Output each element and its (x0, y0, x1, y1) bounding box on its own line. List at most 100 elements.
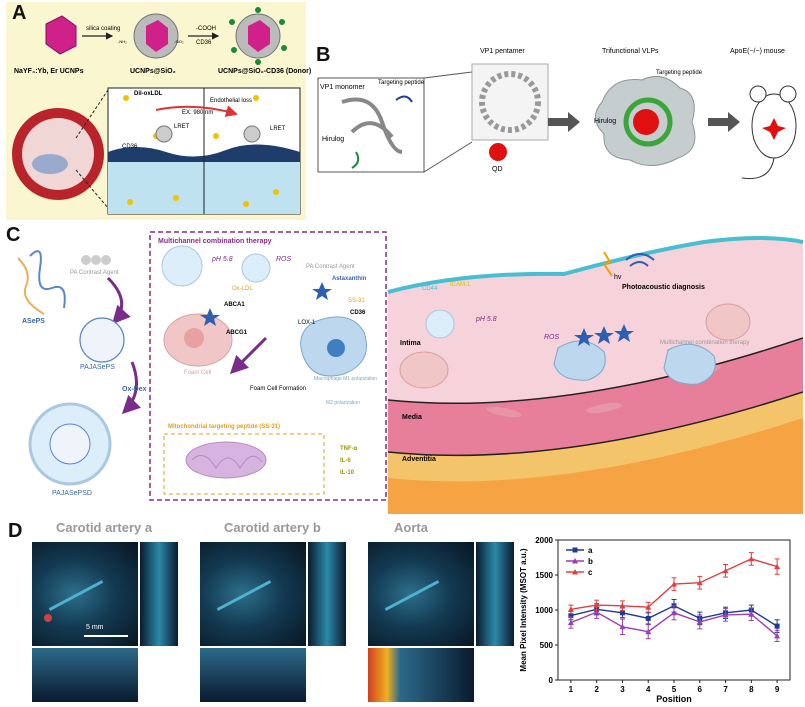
scale-bar-label: 5 mm (86, 624, 104, 631)
image-title: Aorta (394, 520, 428, 535)
data-point-c (748, 555, 755, 562)
y-tick-label: 1000 (535, 606, 553, 615)
vp1-pentamer-title: VP1 pentamer (480, 48, 525, 55)
panel-d: D Carotid artery a Carotid artery b Aort… (0, 516, 805, 707)
data-point-c (619, 602, 626, 609)
group-label: -SiO₂ (174, 39, 184, 44)
msot-image (200, 542, 306, 646)
msot-bottom-view (368, 648, 474, 702)
cd36-label: CD36 (122, 144, 138, 150)
data-point-b (645, 628, 652, 635)
panel-b-label: B (316, 44, 331, 66)
legend-label: b (588, 557, 593, 566)
y-tick-label: 2000 (535, 536, 553, 545)
cd44-label: CD44 (422, 286, 438, 292)
mouse-title: ApoE(−/−) mouse (730, 48, 785, 55)
msot-image (32, 542, 138, 646)
data-point-a (774, 623, 780, 629)
abca1-label: ABCA1 (224, 302, 245, 308)
m1-label: Macrophage M1 polarization (314, 376, 378, 382)
il10-label: IL-10 (340, 470, 355, 476)
x-tick-label: 6 (698, 685, 703, 694)
data-point-b (567, 619, 574, 626)
panel-c-label: C (6, 224, 21, 246)
x-tick-label: 2 (594, 685, 599, 694)
foam-formation-label: Foam Cell Formation (250, 386, 307, 392)
group-label: -NH₂ (118, 39, 127, 44)
legend-marker (572, 569, 578, 575)
data-point-a (568, 613, 574, 619)
ss31-label: SS-31 (348, 298, 365, 304)
data-point-c (722, 567, 729, 574)
hirulog-label: Hirulog (594, 118, 617, 125)
x-tick-label: 7 (723, 685, 728, 694)
endothelial-loss-label: Endothelial loss (210, 98, 253, 104)
cd36-label: CD36 (350, 310, 366, 316)
x-tick-label: 8 (749, 685, 754, 694)
vp1-monomer-label: VP1 monomer (320, 84, 365, 91)
ros-label: ROS (276, 256, 292, 263)
aseps-label: ASePS (22, 318, 45, 325)
ros-label: ROS (544, 334, 560, 341)
therapy-box-title: Multichannel combination therapy (158, 238, 272, 245)
x-tick-label: 3 (620, 685, 625, 694)
mitochondria-icon (185, 441, 267, 479)
photoacoustic-label: Photoacoustic diagnosis (622, 284, 705, 291)
oxldl-label: Ox-LDL (232, 286, 253, 292)
panel-d-label: D (8, 520, 23, 542)
intima-label: Intima (400, 340, 421, 347)
pajaseps-label: PAJASePS (80, 364, 115, 371)
icam-label: ICAM-1 (450, 282, 471, 288)
x-tick-label: 5 (672, 685, 677, 694)
targeting-peptide-label: Targeting peptide (656, 70, 703, 76)
excitation-label: EX: 980 nm (182, 110, 214, 116)
data-point-b (696, 618, 703, 625)
therapy-label: Multichannel combination therapy (660, 340, 750, 346)
image-title: Carotid artery a (56, 520, 153, 535)
il6-label: IL-6 (340, 458, 351, 464)
tnf-label: TNF-α (340, 446, 358, 452)
oxldl-label: Dil-oxLDL (134, 91, 163, 97)
adventitia-label: Adventitia (402, 456, 436, 463)
therapy-box (149, 231, 387, 501)
panel-b-illustration (317, 63, 797, 180)
reagent-label: UCNPs@SiO₂-CD36 (Donor) (218, 68, 312, 75)
data-point-c (671, 581, 677, 587)
data-point-b (671, 609, 677, 616)
ph-label: pH 5.8 (212, 256, 233, 263)
vlp-title: Trifunctional VLPs (602, 48, 659, 55)
pa-agent-label: PA Contrast Agent (306, 264, 355, 270)
panel-c-illustration (17, 231, 804, 514)
data-point-c (645, 604, 652, 610)
pajasepsd-label: PAJASePSD (52, 490, 92, 497)
micelle-icon (79, 317, 125, 363)
y-tick-label: 0 (549, 676, 554, 685)
data-point-b (619, 623, 626, 630)
msot-side-view (308, 542, 346, 646)
lret-label: LRET (174, 124, 190, 130)
pa-agent-label: PA Contrast Agent (70, 270, 119, 276)
quantum-dot-icon (489, 143, 507, 161)
hv-label: hv (614, 274, 622, 281)
step-label: -COOH (196, 26, 216, 32)
arrow-icon (548, 112, 580, 132)
data-point-a (619, 610, 625, 616)
arrow-icon (708, 112, 740, 132)
data-point-c (567, 606, 574, 612)
msot-image (368, 542, 474, 646)
step-label: CD36 (196, 40, 212, 46)
lightning-icon (602, 251, 613, 277)
legend-marker (572, 547, 578, 553)
m2-label: M2 polarization (326, 400, 360, 406)
msot-side-view (140, 542, 178, 646)
ph-label: pH 5.8 (476, 316, 497, 323)
foam-cell-label: Foam Cell (184, 370, 212, 376)
astaxanthin-label: Astaxanthin (332, 276, 367, 282)
reagent-label: NaYF₄:Yb, Er UCNPs (14, 68, 84, 75)
data-point-c (774, 563, 781, 570)
y-axis-label: Mean Pixel Intensity (MSOT a.u.) (519, 548, 528, 671)
y-tick-label: 1500 (535, 571, 553, 580)
panel-a-illustration (12, 7, 301, 215)
panel-a: A NaYF₄:Yb, Er UCNPs UCNPs@SiO₂ UCNPs@Si… (6, 2, 311, 220)
